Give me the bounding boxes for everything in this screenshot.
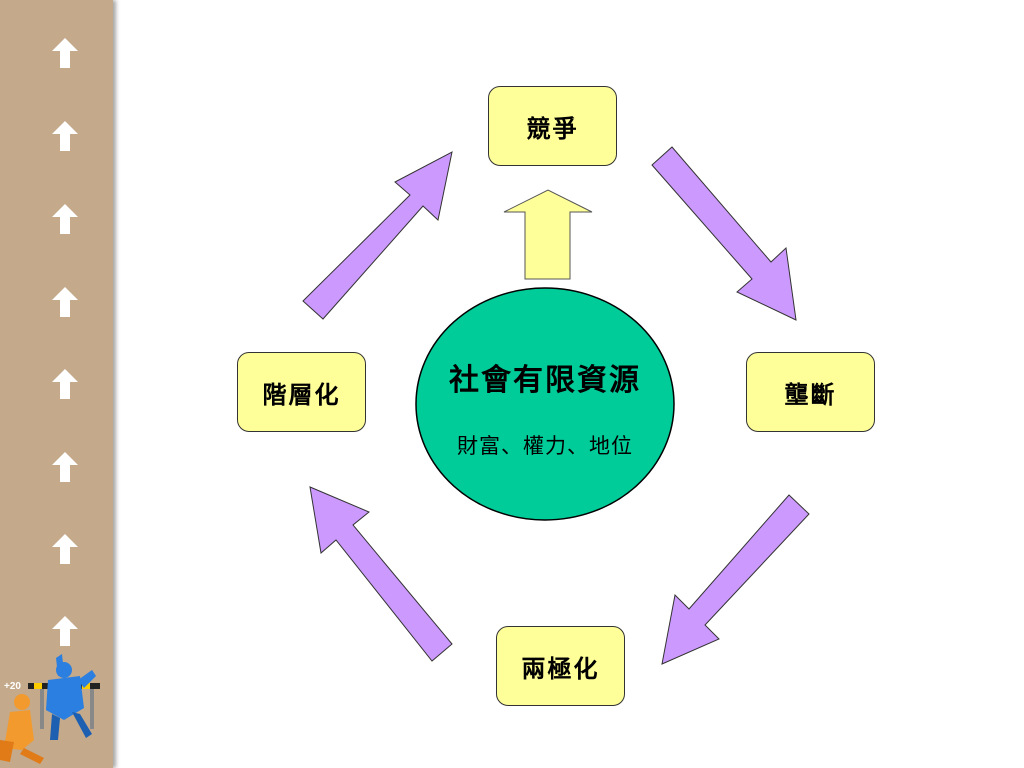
up-arrow-icon[interactable] [52,452,78,482]
node-polarization-label: 兩極化 [521,653,600,683]
cycle-arrow-bottom-to-left [309,486,453,662]
center-circle [415,287,675,521]
figure-label: +20 [4,681,21,692]
center-subtitle: 財富、權力、地位 [457,434,633,458]
up-arrow-icon[interactable] [52,534,78,564]
up-arrow-icon[interactable] [52,204,78,234]
node-stratification: 階層化 [237,352,366,432]
up-arrow-icon[interactable] [52,287,78,317]
center-up-arrow [503,189,593,280]
cycle-arrow-right-to-bottom [661,494,810,665]
node-competition: 競爭 [488,86,617,166]
up-arrow-icon[interactable] [52,38,78,68]
runner-figure-icon [0,654,100,764]
node-competition-label: 競爭 [526,113,579,143]
node-monopoly: 壟斷 [746,352,875,432]
up-arrow-icon[interactable] [52,616,78,646]
center-title: 社會有限資源 [449,363,641,398]
cycle-arrow-left-to-top [302,151,453,320]
up-arrow-icon[interactable] [52,369,78,399]
up-arrow-icon[interactable] [52,121,78,151]
node-polarization: 兩極化 [496,626,625,706]
node-stratification-label: 階層化 [262,379,341,409]
node-monopoly-label: 壟斷 [784,379,837,409]
sidebar: +20 [0,0,113,768]
cycle-arrow-top-to-right [651,146,797,321]
